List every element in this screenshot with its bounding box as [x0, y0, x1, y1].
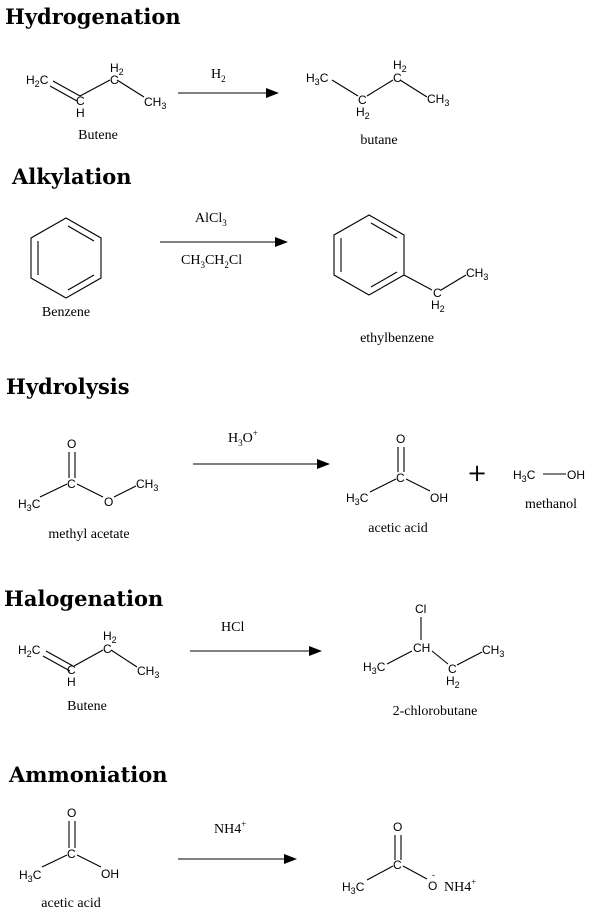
- atom-h3c: H3C: [342, 880, 365, 896]
- atom-oh: OH: [567, 468, 585, 482]
- plus-sign: +: [467, 459, 487, 487]
- atom-c: C: [110, 73, 119, 87]
- ethylbenzene-structure: C H2 CH3: [333, 214, 488, 314]
- ammoniation-heading: Ammoniation: [8, 762, 168, 787]
- product-name: acetic acid: [368, 521, 427, 536]
- alkylation-heading: Alkylation: [11, 164, 132, 189]
- reagent-label: H2: [211, 67, 226, 84]
- atom-ch3: CH3: [144, 95, 166, 111]
- atom-ch3: CH3: [136, 477, 158, 493]
- reactant-name: acetic acid: [41, 896, 100, 911]
- butene-structure: H2C C H H2 C CH3: [18, 629, 159, 689]
- reaction-arrow: [193, 459, 330, 469]
- reactant-name: Benzene: [42, 305, 90, 320]
- atom-ch3: CH3: [427, 92, 449, 108]
- atom-ch3: CH3: [466, 266, 488, 282]
- atom-h2: H2: [431, 298, 445, 314]
- product-name: butane: [360, 133, 397, 148]
- atom-c: C: [393, 858, 402, 872]
- atom-c: C: [448, 662, 457, 676]
- atom-oh: OH: [101, 867, 119, 881]
- atom-c: C: [76, 94, 85, 108]
- reactant-name: Butene: [78, 128, 118, 143]
- reagent-label: H3O+: [228, 428, 258, 448]
- atom-o: O: [393, 820, 402, 834]
- atom-ch: CH: [413, 641, 430, 655]
- acetic-acid-structure: O C H3C OH: [19, 806, 119, 884]
- second-product-name: methanol: [525, 497, 577, 512]
- reaction-arrow: [178, 88, 279, 98]
- product-name: 2-chlorobutane: [393, 704, 478, 719]
- negative-charge: -: [432, 870, 435, 880]
- methanol-structure: H3C OH: [513, 468, 585, 484]
- atom-h3c: H3C: [18, 497, 41, 513]
- atom-h2c: H2C: [26, 73, 49, 89]
- hydrolysis-heading: Hydrolysis: [6, 374, 130, 399]
- acetic-acid-structure: O C H3C OH: [346, 432, 448, 507]
- atom-h2: H2: [356, 105, 370, 121]
- atom-h3c: H3C: [306, 71, 329, 87]
- atom-c: C: [393, 71, 402, 85]
- atom-o: O: [104, 495, 113, 509]
- atom-h3c: H3C: [19, 868, 42, 884]
- atom-cl: Cl: [415, 602, 426, 616]
- hydrogenation-heading: Hydrogenation: [5, 4, 181, 29]
- atom-o: O: [67, 806, 76, 820]
- hydrogenation-section: Hydrogenation H2C C H H2 C CH3 Butene H2…: [5, 4, 449, 148]
- atom-h2: H2: [446, 674, 460, 690]
- reagent-label: NH4+: [214, 819, 246, 837]
- atom-o: O: [428, 879, 437, 893]
- atom-h3c: H3C: [346, 491, 369, 507]
- atom-h: H: [67, 675, 76, 689]
- ammonium-acetate-structure: O C H3C O - NH4+: [342, 820, 476, 896]
- ammonium-ion: NH4+: [444, 877, 476, 895]
- reaction-arrow: [160, 237, 288, 247]
- atom-c: C: [67, 477, 76, 491]
- reagent-bottom-label: CH3CH2Cl: [181, 253, 242, 270]
- atom-ch3: CH3: [137, 664, 159, 680]
- atom-h2c: H2C: [18, 643, 41, 659]
- halogenation-heading: Halogenation: [4, 586, 163, 611]
- reaction-arrow: [190, 646, 322, 656]
- atom-oh: OH: [430, 491, 448, 505]
- atom-c: C: [396, 471, 405, 485]
- butane-structure: H3C C H2 H2 C CH3: [306, 58, 449, 121]
- reagent-label: HCl: [221, 620, 244, 635]
- atom-o: O: [396, 432, 405, 446]
- butene-structure: H2C C H H2 C CH3: [26, 61, 166, 120]
- atom-h3c: H3C: [363, 660, 386, 676]
- methyl-acetate-structure: O C H3C O CH3: [18, 437, 158, 513]
- atom-h: H: [76, 106, 85, 120]
- atom-h2: H2: [103, 629, 117, 645]
- atom-h3c: H3C: [513, 468, 536, 484]
- benzene-ring: [30, 217, 102, 299]
- reagent-top-label: AlCl3: [195, 211, 227, 228]
- atom-c: C: [103, 642, 112, 656]
- chlorobutane-structure: Cl CH H3C C H2 CH3: [363, 602, 504, 690]
- atom-h2: H2: [110, 61, 124, 77]
- reaction-arrow: [178, 854, 297, 864]
- atom-o: O: [67, 437, 76, 451]
- atom-c: C: [433, 286, 442, 300]
- atom-c: C: [67, 847, 76, 861]
- reactant-name: Butene: [67, 699, 107, 714]
- reactant-name: methyl acetate: [48, 527, 129, 542]
- product-name: ethylbenzene: [360, 331, 434, 346]
- halogenation-section: Halogenation H2C C H H2 C CH3 Butene HCl…: [4, 586, 504, 719]
- hydrolysis-section: Hydrolysis O C H3C O CH3 methyl acetate …: [6, 374, 585, 542]
- atom-c: C: [67, 663, 76, 677]
- ammoniation-section: Ammoniation O C H3C OH acetic acid NH4+ …: [8, 762, 476, 911]
- atom-h2: H2: [393, 58, 407, 74]
- atom-ch3: CH3: [482, 643, 504, 659]
- alkylation-section: Alkylation Benzene AlCl3 CH3CH2Cl C H2 C…: [11, 164, 488, 346]
- atom-c: C: [358, 93, 367, 107]
